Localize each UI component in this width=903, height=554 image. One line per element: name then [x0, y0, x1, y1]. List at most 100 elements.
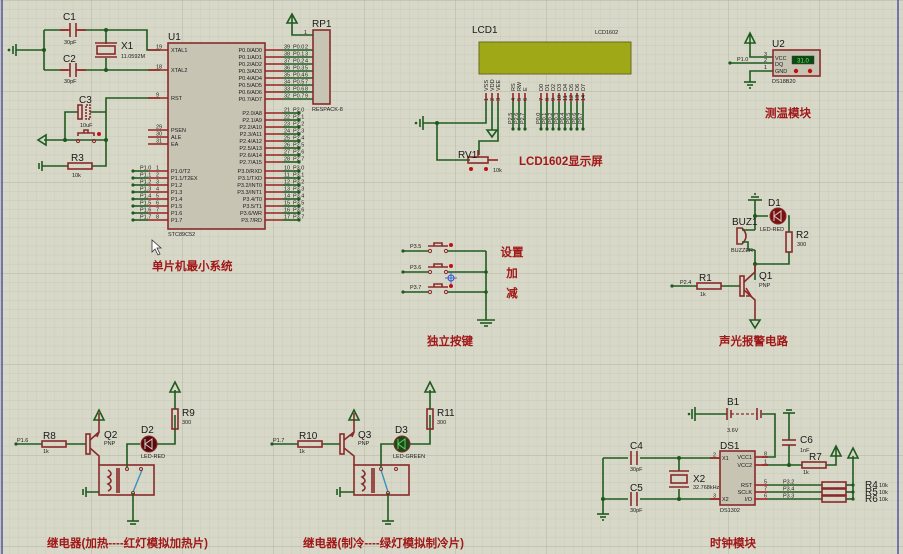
led-d1[interactable]: D1 LED-RED	[760, 198, 787, 233]
capacitor-c3[interactable]: C3 10uF	[77, 95, 93, 129]
potentiometer-rv1[interactable]: RV1 10k	[458, 150, 502, 174]
capacitor-c6[interactable]: C6 1nF	[782, 435, 813, 454]
resistor-r7[interactable]: R7 1k	[801, 452, 827, 476]
lcd-module[interactable]: LCD1 LCD1602 VSS1VDD2VEE3RS4P2.5RW5P2.6E…	[472, 25, 632, 131]
capacitor-c4[interactable]: C4 30pF	[630, 441, 643, 473]
u1-pin-7[interactable]: 7P1.6P1.6	[131, 208, 182, 218]
u1-pin-8[interactable]: 8P1.7P1.7	[131, 215, 182, 225]
net-label: P3.2	[783, 480, 794, 486]
led-d2[interactable]: D2 LED-RED	[140, 425, 165, 460]
resistor-r10[interactable]: R10 1k	[297, 431, 323, 455]
transistor-q1[interactable]: Q1 PNP	[739, 264, 773, 330]
ds1-pin-io[interactable]: 6I/OP3.3	[745, 494, 822, 504]
decrement-button[interactable]	[793, 68, 799, 74]
capacitor-c5[interactable]: C5 30pF	[630, 483, 643, 514]
rtc-chip-ds1[interactable]: DS1 DS1302 2X13X28VCC11VCC25RSTP3.27SCLK…	[710, 441, 822, 514]
ds1-pin-x2[interactable]: 3X2	[710, 494, 729, 504]
ds1-pin-x1[interactable]: 2X1	[710, 453, 729, 463]
u1-pin-5[interactable]: 5P1.4P1.4	[131, 194, 182, 204]
resistor-pack-rp1[interactable]: RP1 RESPACK-8 1	[285, 12, 343, 113]
reset-button[interactable]	[75, 129, 101, 144]
temperature-sensor-u2[interactable]: U2 VCC DQ GND 3 2 1 31.0 DS18B20	[764, 39, 821, 85]
resistor-r3[interactable]: R3 10k	[67, 153, 93, 179]
net-label: P1.3	[140, 187, 151, 193]
led-d3[interactable]: D3 LED-GREEN	[393, 425, 425, 460]
resistor-r8[interactable]: R8 1k	[41, 431, 67, 455]
crystal-x2[interactable]: X2 32.768kHz	[669, 456, 720, 501]
resistor-r2[interactable]: R2 300	[785, 230, 809, 253]
capacitor-c1[interactable]: C1 30pF	[60, 12, 86, 46]
buzzer-buz1[interactable]: BUZ1 BUZZER	[731, 217, 758, 254]
capacitor-c2[interactable]: C2 30pF	[60, 54, 86, 85]
u1-pin-3[interactable]: 3P1.2P1.2	[131, 180, 182, 190]
transistor-q3[interactable]: Q3 PNP	[339, 408, 372, 465]
transistor-q2[interactable]: Q2 PNP	[85, 408, 118, 465]
u1-pin-6[interactable]: 6P1.5P1.5	[131, 201, 182, 211]
battery-b1[interactable]: B1 3.6V	[726, 397, 762, 434]
crystal-x1[interactable]: X1 11.0592M	[95, 28, 145, 72]
mcu-chip-u1[interactable]: U1 STC89C52 19XTAL118XTAL29RST29PSEN30AL…	[131, 32, 313, 238]
increment-button[interactable]	[807, 68, 813, 74]
pin-name: P1.4	[171, 197, 182, 203]
resistor-r1[interactable]: R1 1k	[696, 273, 722, 298]
u1-pin-4[interactable]: 4P1.3P1.3	[131, 187, 182, 197]
